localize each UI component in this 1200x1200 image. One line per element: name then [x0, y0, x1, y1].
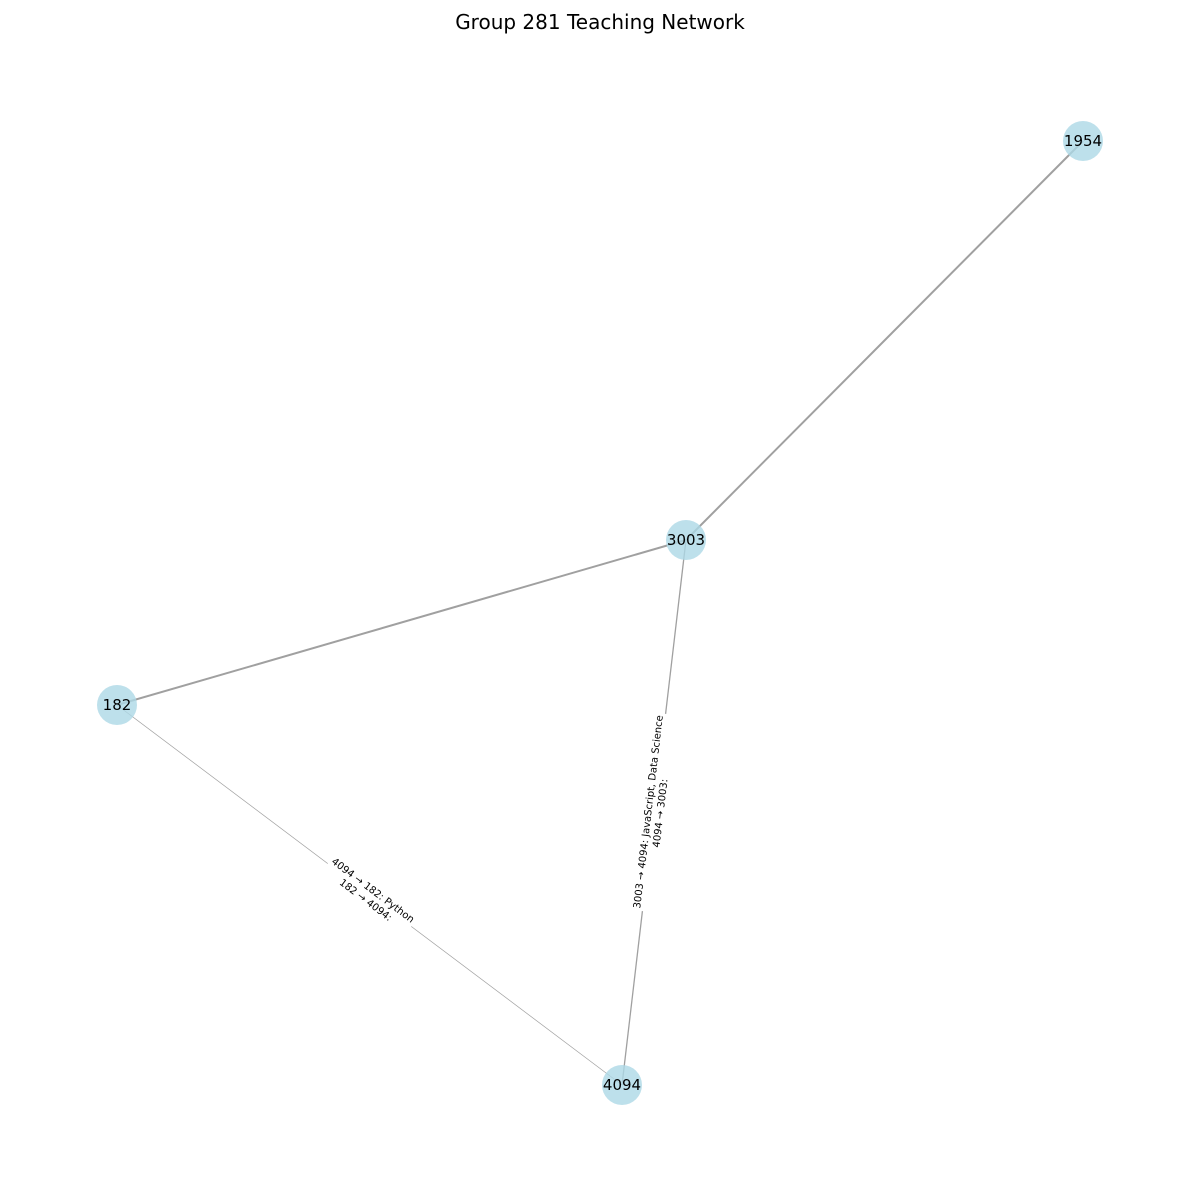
- node-4094[interactable]: 4094: [602, 1065, 642, 1105]
- edge-3003-182: [116, 539, 687, 706]
- node-circle: [1063, 121, 1103, 161]
- edge-labels-layer: 3003 → 4094: JavaScript, Data Science409…: [319, 712, 680, 938]
- edge-label-background: [319, 852, 420, 938]
- edge-1954-3003: [685, 140, 1084, 541]
- diagram-title: Group 281 Teaching Network: [455, 10, 745, 34]
- node-circle: [97, 685, 137, 725]
- node-circle: [602, 1065, 642, 1105]
- edge-label-background: [628, 712, 680, 913]
- node-label: 4094: [603, 1076, 641, 1094]
- edge-label-3003-4094: 3003 → 4094: JavaScript, Data Science409…: [628, 712, 680, 913]
- node-1954[interactable]: 1954: [1063, 121, 1103, 161]
- edges-layer: [116, 140, 1084, 1086]
- node-circle: [666, 520, 706, 560]
- node-label: 3003: [667, 531, 705, 549]
- nodes-layer: 1954 3003 182 4094: [97, 121, 1103, 1105]
- node-label: 182: [103, 696, 132, 714]
- node-3003[interactable]: 3003: [666, 520, 706, 560]
- node-label: 1954: [1064, 132, 1102, 150]
- node-182[interactable]: 182: [97, 685, 137, 725]
